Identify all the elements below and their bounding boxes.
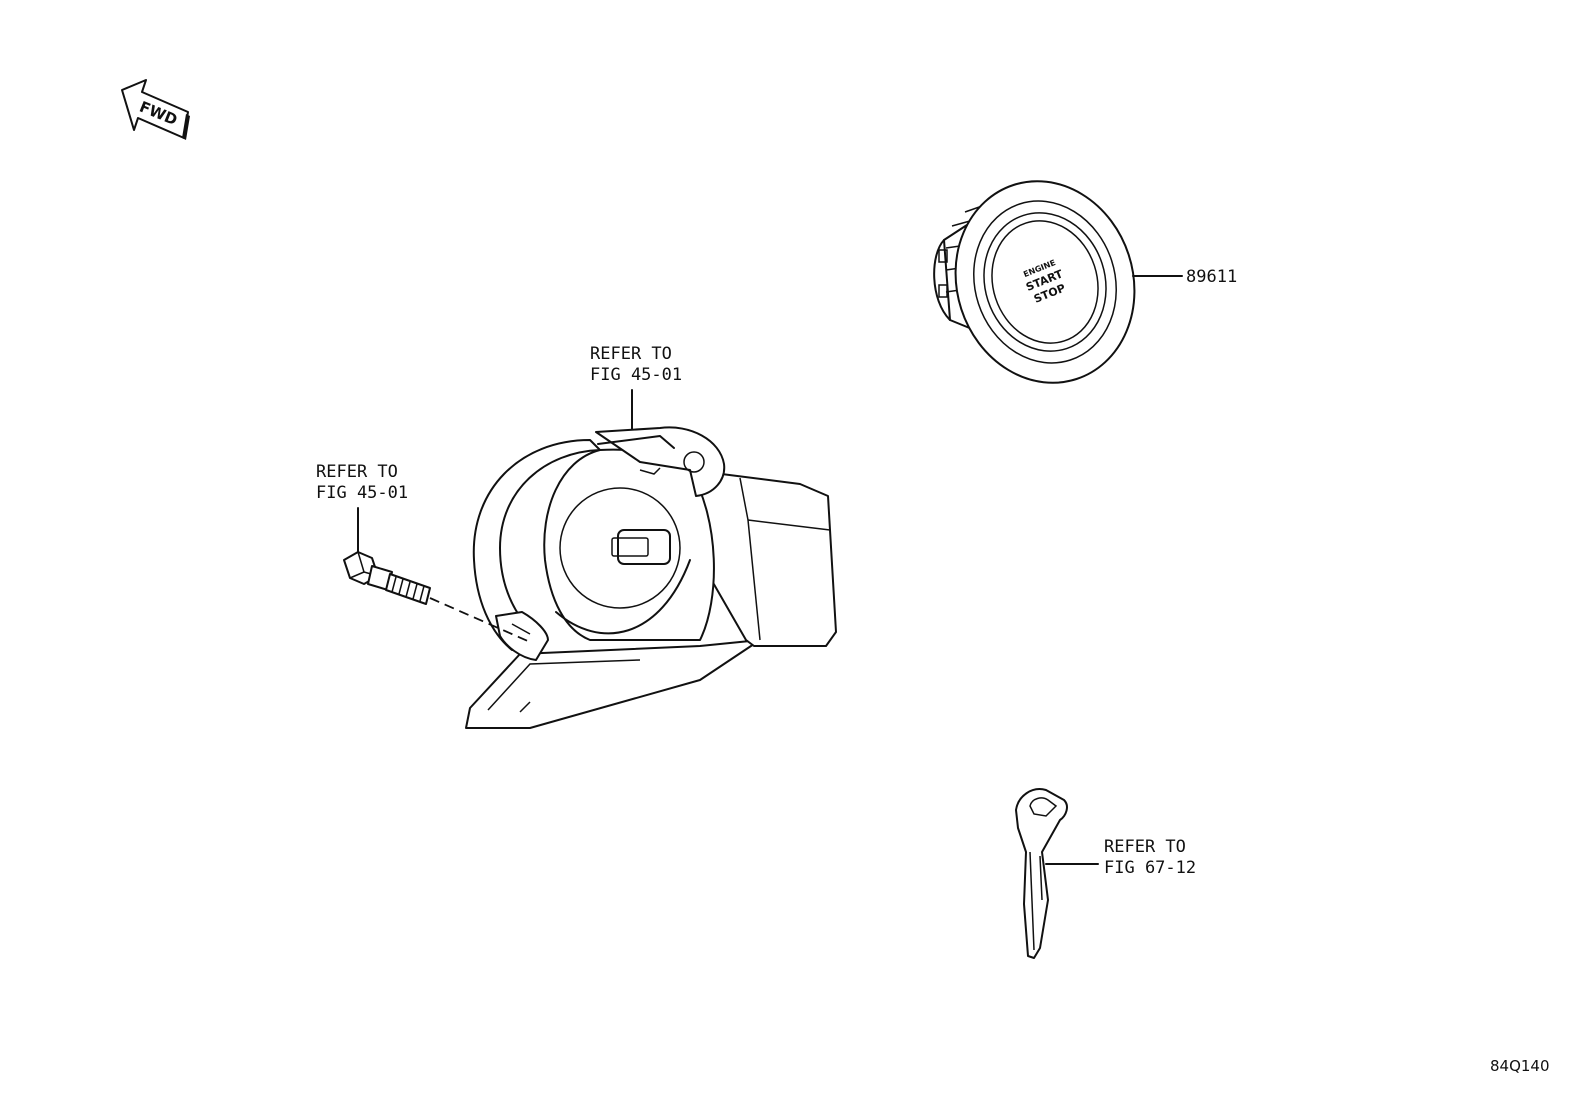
illustration-code: 84Q140 (1490, 1057, 1550, 1075)
bolt (343, 551, 531, 643)
key-refer-line-1: REFER TO (1104, 837, 1186, 857)
bolt-refer-line-1: REFER TO (316, 462, 398, 482)
fwd-arrow-icon: FWD (121, 79, 190, 140)
bracket-refer-label: REFER TO FIG 45-01 (590, 344, 682, 436)
bracket-refer-line-1: REFER TO (590, 344, 672, 364)
bolt-refer-label: REFER TO FIG 45-01 (316, 462, 408, 557)
bolt-refer-line-2: FIG 45-01 (316, 483, 408, 503)
bracket-refer-line-2: FIG 45-01 (590, 365, 682, 385)
steering-lock-bracket (465, 426, 837, 729)
key-refer-label: REFER TO FIG 67-12 (1104, 837, 1196, 878)
mechanical-key (1015, 788, 1099, 959)
key-refer-line-2: FIG 67-12 (1104, 858, 1196, 878)
engine-start-button: ENGINE START STOP 89611 (933, 180, 1237, 384)
part-number-label: 89611 (1186, 267, 1237, 287)
